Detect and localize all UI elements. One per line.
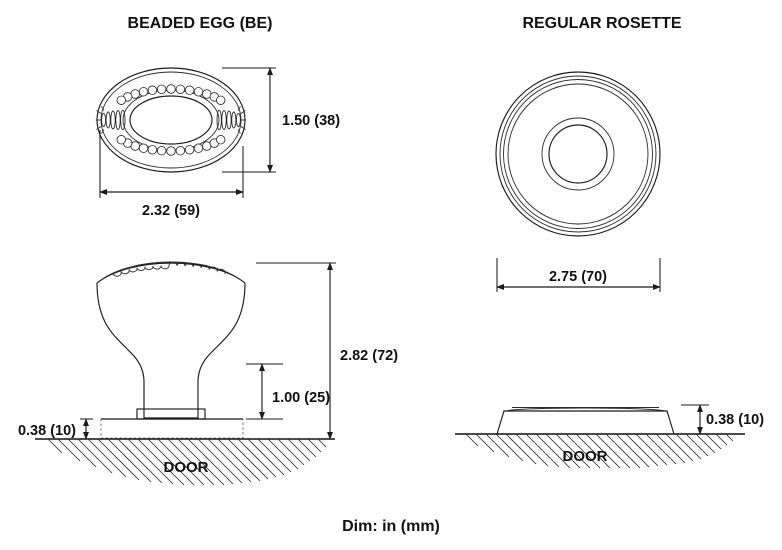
dimension-label-be-neck: 1.00 (25) xyxy=(272,390,330,406)
dimension-label-be-width: 2.32 (59) xyxy=(142,203,200,219)
dimension-label-rr-diameter: 2.75 (70) xyxy=(549,269,607,285)
dimension-rr-thickness: 0.38 (10) xyxy=(681,404,764,435)
beaded-egg-profile-view xyxy=(96,261,246,439)
dimension-label-rr-thickness: 0.38 (10) xyxy=(706,412,764,428)
beaded-egg-face-view xyxy=(95,67,247,173)
knob-body-outline xyxy=(96,282,246,419)
panel-title-beaded-egg: BEADED EGG (BE) xyxy=(128,15,273,32)
rosette-ring-1 xyxy=(495,71,661,237)
units-caption: Dim: in (mm) xyxy=(342,518,440,535)
door-hatching-right xyxy=(465,433,734,469)
rosette-ring-2 xyxy=(499,75,657,233)
panel-title-regular-rosette: REGULAR ROSETTE xyxy=(522,15,681,32)
door-label-left: DOOR xyxy=(164,459,209,476)
regular-rosette-profile-view xyxy=(496,407,675,435)
dimension-be-neck: 1.00 (25) xyxy=(246,363,330,420)
dimension-be-base: 0.38 (10) xyxy=(18,418,93,440)
regular-rosette-face-view xyxy=(495,71,661,237)
egg-bead-ring xyxy=(116,84,226,156)
door-section-right: DOOR xyxy=(455,433,745,469)
dimension-label-be-base: 0.38 (10) xyxy=(18,423,76,439)
dimension-be-height: 1.50 (38) xyxy=(222,67,340,173)
door-hatching-left xyxy=(47,438,327,486)
rosette-plate-outline xyxy=(496,410,675,435)
dimension-label-be-projection: 2.82 (72) xyxy=(340,348,398,364)
dimension-rr-diameter: 2.75 (70) xyxy=(496,258,661,292)
door-section-left: DOOR xyxy=(35,438,335,486)
dimension-be-width: 2.32 (59) xyxy=(99,130,244,219)
egg-center-oval xyxy=(129,95,213,145)
door-label-right: DOOR xyxy=(563,448,608,465)
dimension-label-be-height: 1.50 (38) xyxy=(282,113,340,129)
egg-left-fan-motif xyxy=(95,106,126,134)
rosette-ring-4 xyxy=(507,83,649,225)
rosette-ring-3 xyxy=(503,79,653,229)
knob-cap-beads xyxy=(112,261,226,277)
rosette-plate-crown xyxy=(505,407,666,412)
rosette-inner-ring-outer xyxy=(541,117,615,191)
knob-rosette-plate-hidden xyxy=(100,419,244,439)
rosette-inner-ring xyxy=(548,124,608,184)
dimension-be-projection: 2.82 (72) xyxy=(256,262,398,440)
egg-right-fan-motif xyxy=(216,106,247,134)
